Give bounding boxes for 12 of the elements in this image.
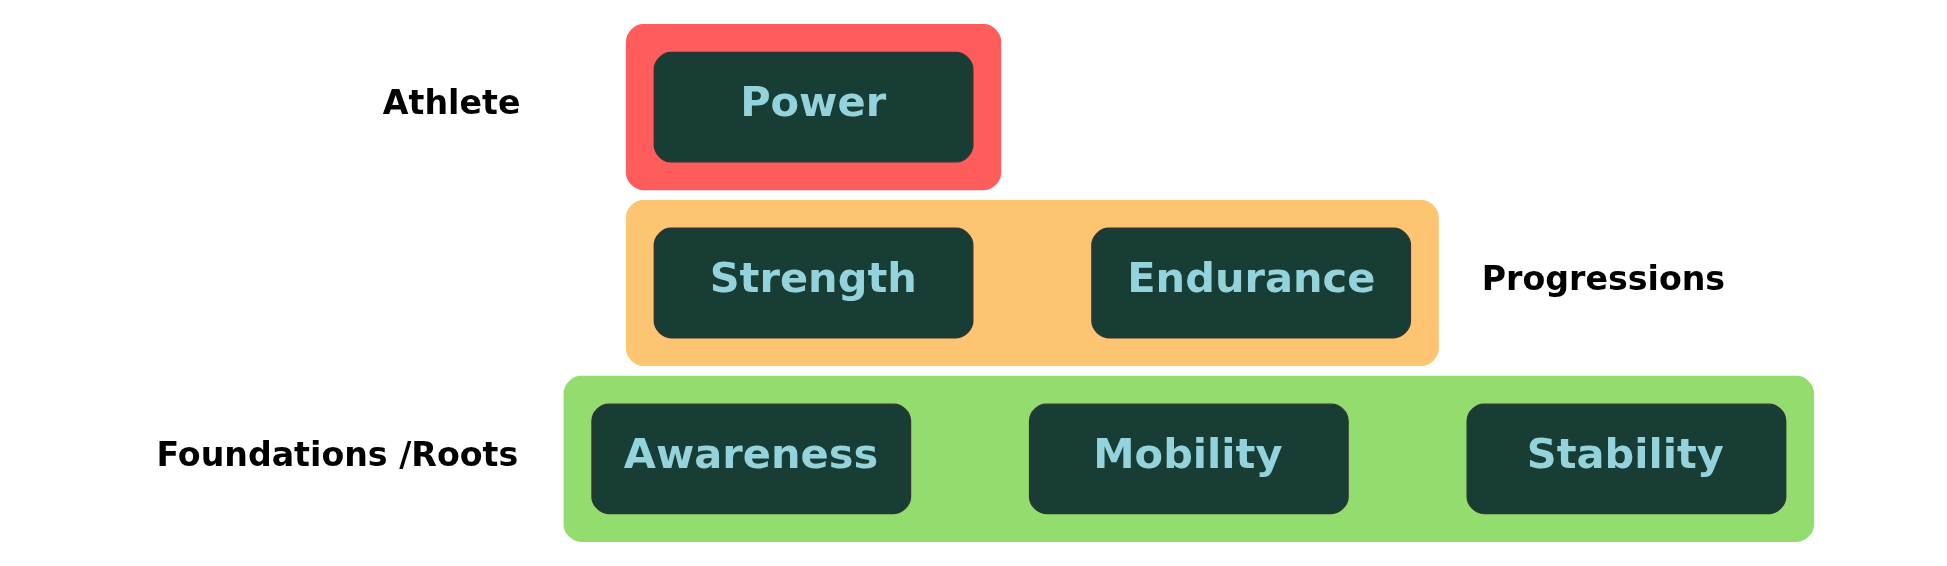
cluster: [625, 199, 1439, 367]
node-box: Strength: [653, 227, 974, 339]
node-box: Stability: [1466, 403, 1787, 515]
cluster: [563, 375, 1815, 542]
node-box: Mobility: [1028, 403, 1349, 515]
node-box: Endurance: [1091, 227, 1412, 339]
node-label: Progressions: [1481, 259, 1726, 299]
node-box: Awareness: [591, 403, 912, 515]
node-label: Athlete: [382, 83, 521, 123]
node-box: Power: [653, 51, 974, 163]
node-label: Foundations /Roots: [156, 435, 519, 475]
cluster: [625, 24, 1002, 191]
